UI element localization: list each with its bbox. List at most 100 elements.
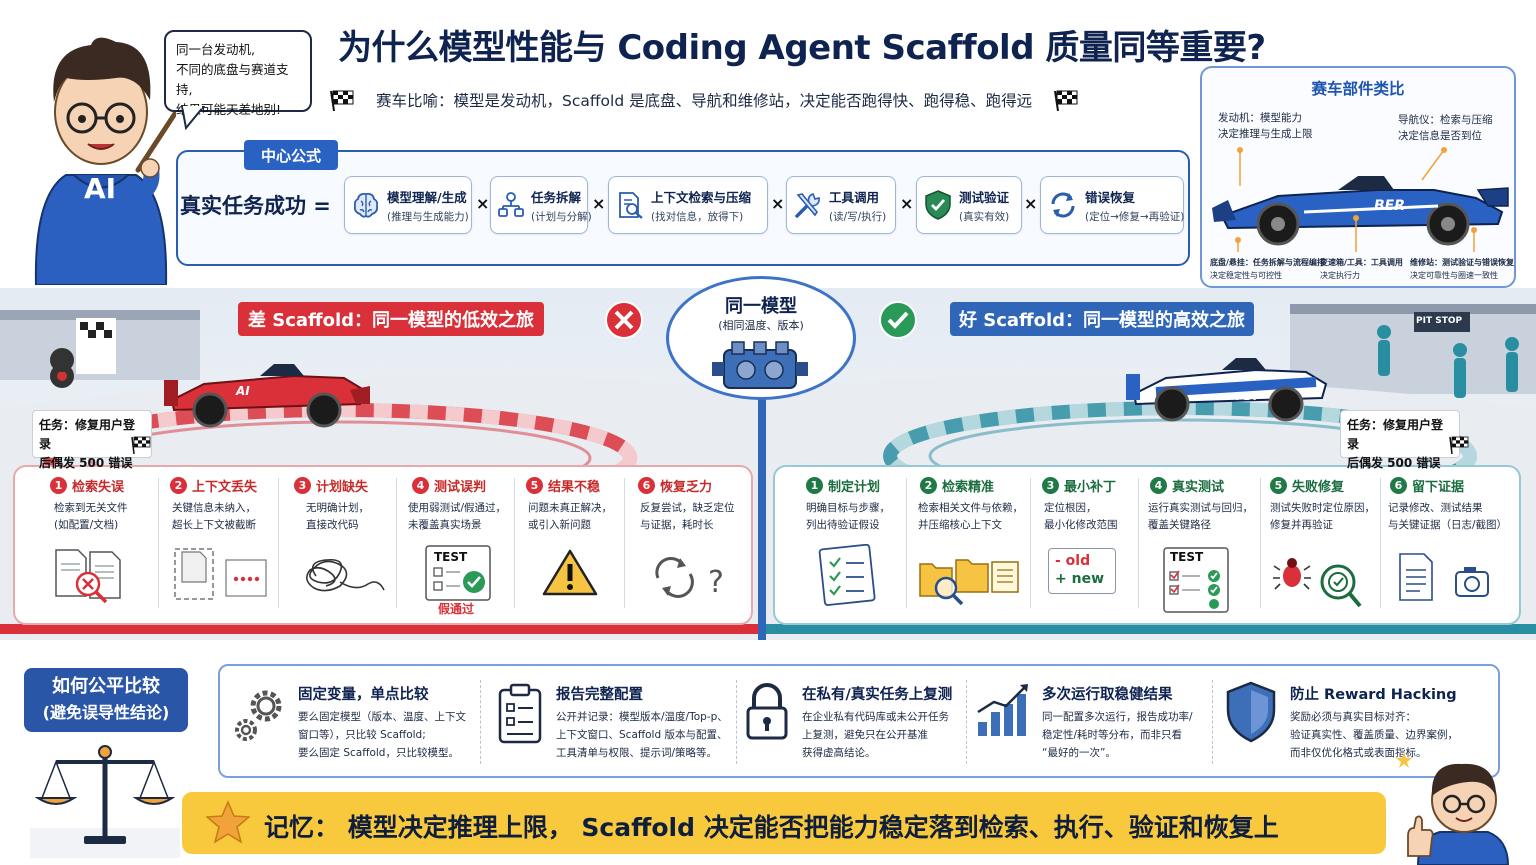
- task-card-right: 任务：修复用户登录 后偶发 500 错误: [1340, 410, 1460, 470]
- bad-step-3-desc: 无明确计划， 直接改代码: [306, 500, 369, 534]
- good-step-6-desc: 记录修改、测试结果 与关键证据（日志/截图）: [1388, 500, 1507, 534]
- subtitle-row: 赛车比喻：模型是发动机，Scaffold 是底盘、导航和维修站，决定能否跑得快、…: [328, 86, 1164, 114]
- factor-testing: 测试验证 (真实有效): [916, 176, 1022, 234]
- step-number: 1: [806, 477, 823, 494]
- fair-desc-line: 奖励必须与真实目标对齐：: [1290, 711, 1416, 723]
- step-desc-line: 使用弱测试/假通过，: [408, 502, 507, 514]
- good-step-4-desc: 运行真实测试与回归， 覆盖关键路径: [1148, 500, 1253, 534]
- navigator-note-line: 导航仪：检索与压缩: [1398, 114, 1493, 126]
- tangled-scribble-icon: [306, 558, 385, 592]
- step-desc-line: 并压缩核心上下文: [918, 519, 1002, 531]
- chassis-note-line: 决定稳定性与可控性: [1210, 271, 1282, 280]
- shield-check-icon: [925, 190, 951, 220]
- factor-title: 工具调用: [829, 189, 880, 205]
- bad-step-4-desc: 使用弱测试/假通过， 未覆盖真实场景: [408, 500, 506, 534]
- factor-title: 模型理解/生成: [387, 189, 467, 205]
- step-title-text: 检索精准: [942, 480, 995, 495]
- step-desc-line: 问题未真正解决，: [528, 502, 612, 514]
- step-title-text: 失败修复: [1292, 480, 1345, 495]
- fair-item-2-desc: 公开并记录：模型版本/温度/Top-p、 上下文窗口、Scaffold 版本与配…: [556, 708, 728, 762]
- fair-item-1-desc: 要么固定模型（版本、温度、上下文 窗口等），只比较 Scaffold; 要么固定…: [298, 708, 466, 762]
- gearbox-note-line: 决定执行力: [1320, 271, 1360, 280]
- step-divider: [1260, 478, 1261, 608]
- fair-item-3-title: 在私有/真实任务上复测: [802, 687, 953, 703]
- engine-note-line: 决定推理与生成上限: [1218, 128, 1313, 140]
- checkered-flag-icon: [131, 436, 151, 454]
- factor-title: 任务拆解: [531, 189, 582, 205]
- step-number: 2: [170, 477, 187, 494]
- step-title-text: 留下证据: [1412, 480, 1465, 495]
- factor-tools: 工具调用 (读/写/执行): [786, 176, 896, 234]
- step-divider: [906, 478, 907, 608]
- good-step-2-title: 2 检索精准: [920, 476, 994, 495]
- times-operator: ×: [771, 194, 785, 213]
- fair-compare-panel: [218, 664, 1500, 778]
- step-desc-line: 直接改代码: [306, 519, 359, 531]
- step-number: 4: [1150, 477, 1167, 494]
- times-operator: ×: [1024, 194, 1038, 213]
- mascot-hoodie-label: AI: [84, 172, 117, 205]
- fair-desc-line: 窗口等），只比较 Scaffold;: [298, 729, 426, 741]
- factor-sub: (真实有效): [959, 210, 1010, 223]
- step-desc-line: 检索到无关文件: [54, 502, 128, 514]
- step-desc-line: 明确目标与步骤，: [806, 502, 890, 514]
- step-title-text: 制定计划: [828, 480, 881, 495]
- bad-step-5-desc: 问题未真正解决， 或引入新问题: [528, 500, 612, 534]
- step-divider: [1380, 478, 1381, 608]
- pit-stop-sign: PIT STOP: [1416, 316, 1463, 326]
- factor-model: 模型理解/生成 (推理与生成能力): [344, 176, 472, 234]
- step-desc-line: 修复并再验证: [1270, 519, 1333, 531]
- log-camera-icon: [1399, 553, 1489, 601]
- speech-line: 不同的底盘与赛道支持,: [176, 62, 289, 97]
- panel-separator: [736, 680, 737, 764]
- speech-line: 同一台发动机,: [176, 42, 255, 57]
- fair-desc-line: 获得虚高结论。: [802, 747, 876, 759]
- step-desc-line: (如配置/文档): [54, 519, 119, 531]
- task-line: 任务：修复用户登录: [39, 418, 136, 451]
- good-step-3-title: 3 最小补丁: [1042, 476, 1116, 495]
- fair-desc-line: 验证真实性、覆盖质量、边界案例，: [1290, 729, 1458, 741]
- bad-step-1-title: 1 检索失误: [50, 476, 124, 495]
- balance-scale-icon: [30, 745, 180, 858]
- step-number: 5: [1270, 477, 1287, 494]
- step-desc-line: 超长上下文被截断: [172, 519, 256, 531]
- checkered-flag-icon: [330, 90, 354, 111]
- diff-patch-box: - old + new: [1048, 548, 1116, 594]
- pitstop-note-line: 维修站：测试验证与错误恢复: [1410, 258, 1514, 267]
- red-x-icon: [605, 301, 643, 339]
- navigator-note-line: 决定信息是否到位: [1398, 130, 1482, 142]
- svg-text:?: ?: [708, 565, 724, 600]
- factor-recovery: 错误恢复 (定位→修复→再验证): [1040, 176, 1184, 234]
- good-step-1-desc: 明确目标与步骤， 列出待验证假设: [806, 500, 890, 534]
- gearbox-note: 变速箱/工具：工具调用 决定执行力: [1320, 256, 1403, 282]
- engine-note-line: 发动机：模型能力: [1218, 112, 1302, 124]
- bad-scaffold-banner: 差 Scaffold：同一模型的低效之旅: [238, 302, 544, 336]
- bad-step-4-title: 4 测试误判: [412, 476, 486, 495]
- same-model-sub: (相同温度、版本): [718, 319, 804, 332]
- step-desc-line: 测试失败时定位原因，: [1270, 502, 1375, 514]
- ai-mascot-thumbs-up: [1396, 752, 1510, 865]
- bad-step-2-desc: 关键信息未纳入， 超长上下文被截断: [172, 500, 256, 534]
- step-number: 1: [50, 477, 67, 494]
- task-line: 后偶发 500 错误: [39, 456, 133, 470]
- good-step-5-desc: 测试失败时定位原因， 修复并再验证: [1270, 500, 1375, 534]
- gearbox-note-line: 变速箱/工具：工具调用: [1320, 258, 1403, 267]
- green-check-icon: [879, 301, 917, 339]
- good-step-5-title: 5 失败修复: [1270, 476, 1344, 495]
- blue-car-number: PDI: [1236, 390, 1258, 403]
- fake-pass-badge: 假通过: [438, 602, 475, 616]
- factor-title: 测试验证: [959, 189, 1010, 205]
- step-divider: [624, 478, 625, 608]
- fair-desc-line: 上复测，避免只在公开基准: [802, 729, 928, 741]
- red-car-number: AI: [236, 384, 250, 398]
- fair-item-2-title: 报告完整配置: [556, 687, 643, 703]
- fair-compare-label-line: 如何公平比较: [52, 676, 160, 697]
- step-desc-line: 检索相关文件与依赖，: [918, 502, 1023, 514]
- bar-chart-icon: [977, 684, 1028, 736]
- lock-icon: [746, 683, 788, 740]
- step-desc-line: 定位根因，: [1044, 502, 1097, 514]
- step-number: 2: [920, 477, 937, 494]
- step-number: 3: [294, 477, 311, 494]
- factor-sub: (读/写/执行): [829, 210, 887, 223]
- fair-desc-line: “最好的一次”。: [1042, 747, 1116, 759]
